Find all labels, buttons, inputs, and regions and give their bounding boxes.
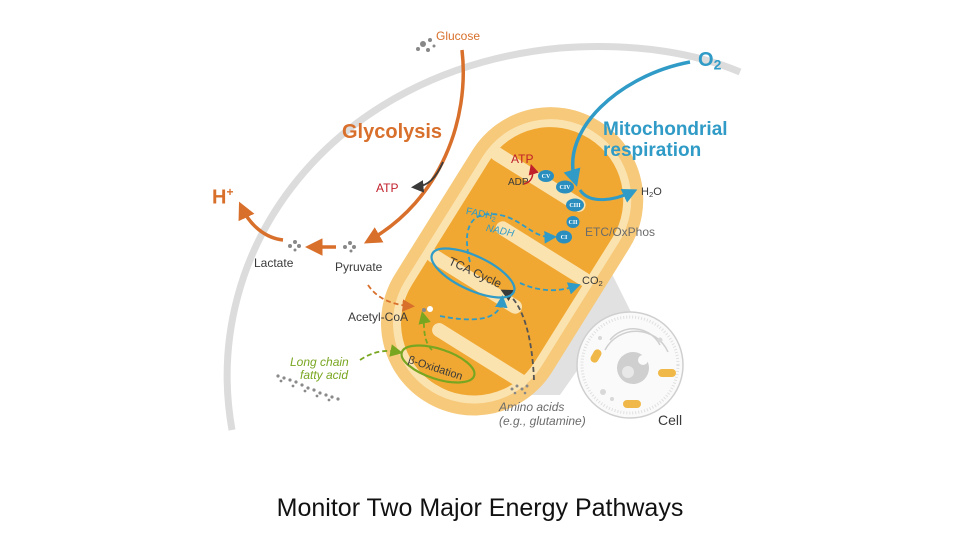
long-chain-label-1: Long chain [290, 355, 349, 369]
adp-to-atp-arrow [523, 163, 539, 185]
etc-oxphos-label: ETC/OxPhos [585, 225, 656, 239]
co2-dashed-arrow [519, 282, 581, 295]
cell-membrane-arc [223, 43, 742, 431]
glycolysis-label: Glycolysis [342, 121, 443, 143]
pyruvate-molecule-icon [343, 241, 356, 253]
complex-ci-label: CI [561, 235, 568, 241]
long-chain-label-2: fatty acid [300, 368, 349, 382]
complex-cv-label: CV [542, 174, 551, 180]
h2o-arrow [578, 189, 638, 203]
co2-sub: 2 [598, 278, 603, 288]
h-plus-sup: + [226, 185, 234, 199]
o2-sub: 2 [713, 56, 722, 73]
pyruvate-to-acetylcoa-arrow [367, 284, 416, 312]
amino-acids-label-1: Amino acids [499, 400, 565, 414]
complex-ci [556, 230, 572, 244]
cell-illustration [576, 311, 684, 419]
diagram-caption: Monitor Two Major Energy Pathways [276, 494, 684, 522]
complex-ciii [566, 198, 584, 212]
h2o-sub: 2 [648, 189, 654, 199]
beta-to-acetylcoa-arrow [418, 311, 433, 351]
h2o-o: O [653, 186, 662, 198]
adp-label: ADP [508, 177, 529, 188]
glycolysis-atp-label: ATP [376, 181, 399, 195]
amino-acid-molecule-icon [510, 384, 529, 395]
co2-label: CO2 [582, 275, 603, 288]
cell-label: Cell [658, 412, 683, 428]
complex-cv [538, 170, 554, 182]
complex-ciii-label: CIII [569, 203, 581, 209]
lactate-molecule-icon [288, 240, 301, 252]
mito-respiration-label-2: respiration [603, 140, 702, 161]
nadh-dashed-arrow [466, 213, 558, 263]
co2-text: CO [582, 275, 599, 287]
complex-cii [566, 216, 580, 228]
fatty-acid-chain-icon [276, 374, 340, 402]
acetylcoa-molecule-icon [422, 306, 433, 312]
glucose-molecule-icon [416, 38, 436, 52]
h-plus-label: H+ [212, 186, 233, 208]
complex-cii-label: CII [568, 220, 578, 226]
mito-respiration-label-1: Mitochondrial [603, 119, 728, 140]
amino-acids-label-2: (e.g., glutamine) [499, 414, 586, 428]
etc-complexes [538, 170, 584, 244]
acetylcoa-to-tca-arrow [439, 294, 508, 321]
lactate-to-h-arrow [238, 201, 284, 242]
cell-mitochondrion-3 [623, 400, 641, 408]
pyruvate-label: Pyruvate [335, 260, 383, 274]
o2-arrow [563, 60, 691, 187]
acetyl-coa-label: Acetyl-CoA [348, 310, 409, 324]
complex-civ-label: CIV [559, 185, 571, 191]
h-plus-text: H [212, 186, 227, 209]
atp-release-arrow [410, 161, 444, 193]
complex-civ [556, 180, 574, 194]
mito-atp-label: ATP [511, 152, 534, 166]
o2-label: O2 [698, 49, 722, 73]
h2o-label: H2O [641, 186, 662, 199]
glycolysis-arrow [363, 49, 465, 244]
h2o-h: H [641, 186, 649, 198]
cell-mitochondrion-2 [658, 369, 676, 377]
o2-text: O [698, 49, 714, 71]
glucose-label: Glucose [436, 29, 481, 43]
cell-mitochondrion-1 [590, 349, 602, 363]
lactate-label: Lactate [254, 256, 294, 270]
fatty-acid-arrow [359, 344, 403, 361]
tca-cycle-loop [430, 247, 516, 299]
